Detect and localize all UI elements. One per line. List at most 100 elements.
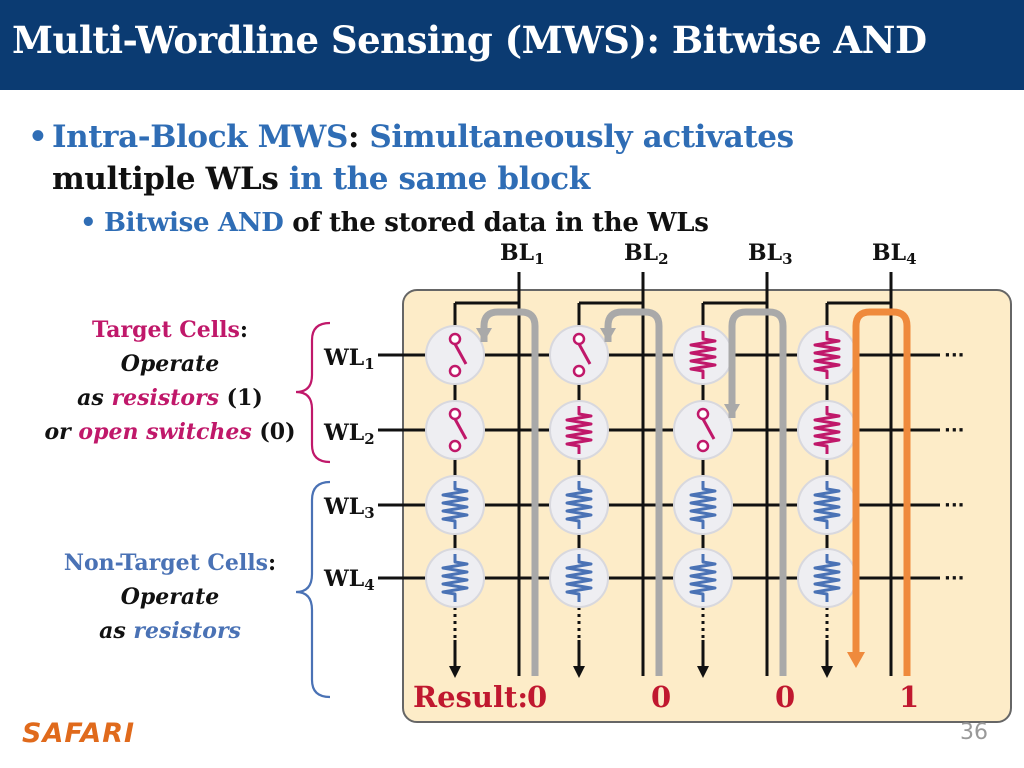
wordline-ellipsis: ··· [944,495,965,516]
bl-index: 4 [906,250,917,268]
open-switch-icon [453,343,468,365]
bl-text: BL [624,240,659,266]
resistor-icon [689,554,717,602]
open-switches-text: open switches [78,419,252,445]
bitline-label-2: BL2 [624,240,669,268]
cell-circle [673,400,733,460]
current-path-bl3 [728,308,787,676]
resistor-icon [565,481,593,529]
wl-index: 4 [364,576,375,594]
as-text: as [77,385,112,411]
bitline-label-3: BL3 [748,240,793,268]
resistors-text: resistors [111,385,220,411]
bl-index: 3 [782,250,793,268]
page-number: 36 [960,720,988,745]
bl-text: BL [500,240,535,266]
colon: : [268,550,277,576]
switch-terminal-icon [572,332,586,346]
wl-text: WL [324,494,365,520]
cell-circle [425,325,485,385]
operate-text: Operate [120,584,220,610]
wl-index: 3 [364,504,375,522]
current-arrow-icon [847,652,865,668]
open-switch-icon [701,418,716,440]
value-one: (1) [219,385,263,411]
resistor-icon [441,481,469,529]
resistor-icon [689,481,717,529]
wordline-label-2: WL2 [324,420,375,448]
wl-index: 2 [364,430,375,448]
switch-terminal-icon [572,364,586,378]
bitline-label-4: BL4 [872,240,917,268]
target-brace [295,321,331,464]
current-path-bl2 [604,308,663,676]
sub-bullet-bitwise-and: •Bitwise AND of the stored data in the W… [80,206,709,240]
resistors-text: resistors [133,618,241,644]
result-value-bl2: 0 [651,680,672,714]
wordline-label-1: WL1 [324,345,375,373]
wordline-ellipsis: ··· [944,420,965,441]
switch-terminal-icon [448,439,462,453]
result-value-bl3: 0 [775,680,796,714]
bl-text: BL [872,240,907,266]
wordline-label-4: WL4 [324,566,375,594]
current-path-bl1 [480,308,539,676]
result-value-bl1: 0 [527,680,548,714]
as-text: as [99,618,134,644]
wl-text: WL [324,345,365,371]
resistor-icon [441,554,469,602]
bl-index: 2 [658,250,669,268]
resistor-icon [689,331,717,379]
wl-index: 1 [364,355,375,373]
resistor-icon [813,406,841,454]
wl-text: WL [324,420,365,446]
resistor-icon [813,481,841,529]
slide-title: Multi-Wordline Sensing (MWS): Bitwise AN… [12,18,927,62]
value-zero: (0) [251,419,296,445]
cell-circle [549,325,609,385]
resistor-icon [565,554,593,602]
switch-terminal-icon [448,332,462,346]
non-target-cells-label: Non-Target Cells: Operate as resistors [20,546,320,648]
resistor-icon [565,406,593,454]
title-bar: Multi-Wordline Sensing (MWS): Bitwise AN… [0,0,1024,90]
bl-index: 1 [534,250,545,268]
bullet-text: Simultaneously activates [369,119,794,155]
cell-circle [425,400,485,460]
wordline-label-3: WL3 [324,494,375,522]
bl-text: BL [748,240,783,266]
current-path-bl4 [852,308,911,676]
current-arrow-icon [724,404,740,418]
wordline-ellipsis: ··· [944,568,965,589]
sub-bullet-term: Bitwise AND [104,208,284,238]
bullet-colon: : [347,119,370,155]
bullet-term: Intra-Block MWS [52,119,348,155]
bullet-dot: • [80,208,97,238]
bullet-intra-block: •Intra-Block MWS: Simultaneously activat… [28,116,794,200]
result-value-bl4: 1 [899,680,920,714]
non-target-cells-title: Non-Target Cells [63,550,269,576]
resistor-icon [813,554,841,602]
bullet-text: in the same block [278,161,590,197]
safari-logo: SAFARI [22,718,136,749]
bullet-text: multiple WLs [52,161,279,197]
target-cells-title: Target Cells [91,317,240,343]
switch-terminal-icon [448,364,462,378]
current-arrow-icon [600,328,616,342]
non-target-brace [295,480,331,699]
switch-terminal-icon [696,407,710,421]
current-arrow-icon [476,328,492,342]
open-switch-icon [577,343,592,365]
sub-bullet-text: of the stored data in the WLs [283,208,709,238]
colon: : [239,317,249,343]
switch-terminal-icon [696,439,710,453]
target-cells-label: Target Cells: Operate as resistors (1) o… [20,313,320,449]
open-switch-icon [453,418,468,440]
bitline-label-1: BL1 [500,240,545,268]
resistor-icon [813,331,841,379]
or-text: or [44,419,79,445]
switch-terminal-icon [448,407,462,421]
bullet-dot: • [28,119,48,155]
operate-text: Operate [120,351,220,377]
